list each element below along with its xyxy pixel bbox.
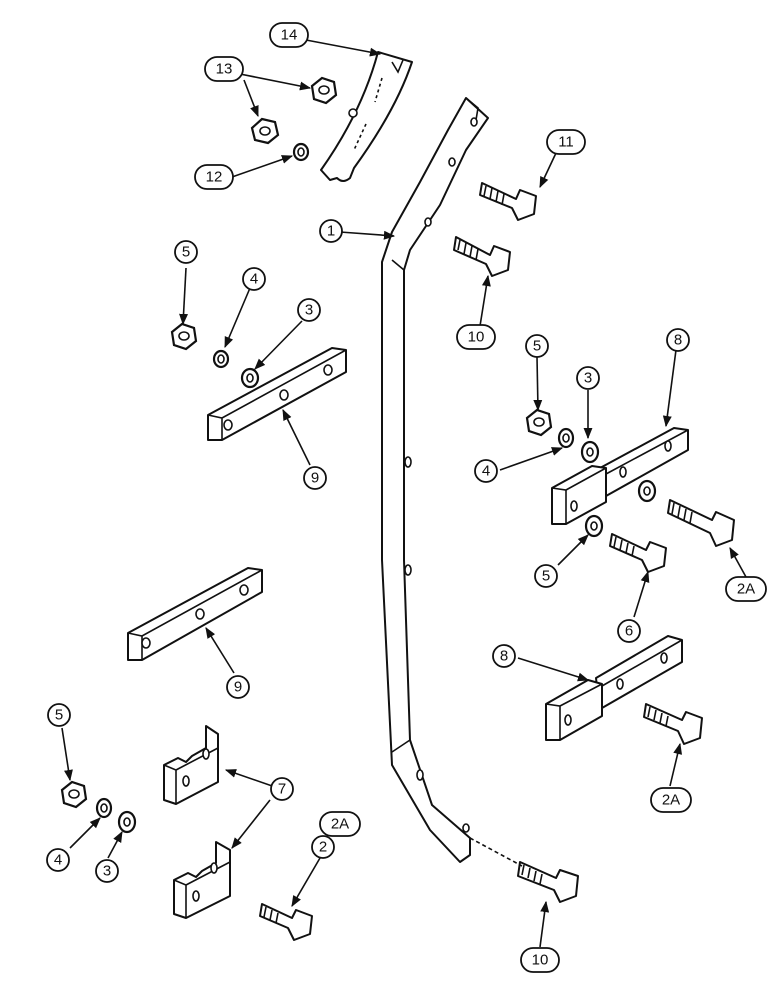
callout-label: 10 — [532, 952, 549, 969]
callout-label: 11 — [558, 134, 574, 151]
callout-2a: 2A — [650, 787, 692, 813]
flat-washer — [292, 142, 310, 162]
flat-washer — [240, 367, 260, 389]
callout-label: 6 — [625, 623, 633, 640]
callout-8: 8 — [492, 644, 516, 668]
hex-bolt — [609, 533, 667, 573]
flat-washer — [637, 479, 657, 503]
lock-washer — [557, 427, 575, 449]
callout-label: 4 — [482, 463, 490, 480]
callout-9: 9 — [303, 466, 327, 490]
callout-7: 7 — [270, 777, 294, 801]
callout-9: 9 — [226, 675, 250, 699]
callout-2: 2 — [311, 835, 335, 859]
splice-plate — [127, 567, 263, 661]
callout-3: 3 — [576, 366, 600, 390]
callout-label: 14 — [281, 27, 298, 44]
hex-bolt — [453, 236, 511, 277]
callout-label: 10 — [468, 329, 485, 346]
callout-4: 4 — [242, 267, 266, 291]
callout-label: 4 — [250, 271, 258, 288]
callout-2a: 2A — [725, 576, 767, 602]
callout-5: 5 — [174, 240, 198, 264]
retaining-clip — [163, 725, 219, 805]
callout-6: 6 — [617, 619, 641, 643]
callout-4: 4 — [474, 459, 498, 483]
callout-label: 2 — [319, 839, 327, 856]
flat-washer — [117, 810, 137, 834]
carriage-bolt — [259, 903, 313, 941]
callout-8: 8 — [666, 328, 690, 352]
callout-2a: 2A — [319, 811, 361, 837]
callout-1: 1 — [319, 219, 343, 243]
callout-3: 3 — [95, 859, 119, 883]
nut-lower-left — [60, 780, 88, 809]
curved-plate — [320, 51, 413, 182]
callout-label: 5 — [182, 244, 190, 261]
hex-bolt — [517, 861, 579, 903]
splice-plate — [207, 347, 347, 441]
lock-washer — [95, 797, 113, 819]
callout-label: 13 — [216, 61, 233, 78]
lock-nut — [310, 76, 338, 105]
retaining-clip — [173, 841, 231, 919]
callout-label: 3 — [584, 370, 592, 387]
carriage-bolt — [667, 499, 735, 547]
callout-label: 9 — [234, 679, 242, 696]
callout-label: 8 — [500, 648, 508, 665]
callout-label: 12 — [206, 169, 223, 186]
hex-bolt — [479, 182, 537, 221]
callout-label: 8 — [674, 332, 682, 349]
flat-washer — [584, 514, 604, 538]
main-support-bracket — [381, 97, 489, 863]
callout-label: 5 — [55, 707, 63, 724]
callout-label: 1 — [327, 223, 335, 240]
callout-3: 3 — [297, 298, 321, 322]
callout-label: 5 — [533, 338, 541, 355]
callout-label: 3 — [103, 863, 111, 880]
callout-5: 5 — [534, 564, 558, 588]
callout-12: 12 — [194, 164, 234, 190]
callout-10: 10 — [520, 947, 560, 973]
callout-label: 2A — [737, 581, 755, 598]
callout-label: 7 — [278, 781, 286, 798]
callout-label: 2A — [331, 816, 349, 833]
adjuster-plate — [551, 427, 689, 525]
lock-washer — [212, 349, 230, 369]
callout-label: 5 — [542, 568, 550, 585]
callout-4: 4 — [46, 848, 70, 872]
flat-washer — [580, 440, 600, 464]
lock-nut — [250, 117, 280, 145]
callout-10: 10 — [456, 324, 496, 350]
carriage-bolt — [643, 703, 703, 745]
leader-lines — [61, 39, 747, 948]
callout-14: 14 — [269, 22, 309, 48]
callout-label: 4 — [54, 852, 62, 869]
nut-right — [525, 408, 553, 437]
callout-label: 9 — [311, 470, 319, 487]
callout-label: 2A — [662, 792, 680, 809]
nut-upper-left — [170, 322, 198, 351]
callout-labels: 14 13 12 11 1 10 5 4 3 9 5 3 8 4 5 2A 6 … — [46, 22, 767, 973]
callout-5: 5 — [525, 334, 549, 358]
callout-13: 13 — [204, 56, 244, 82]
callout-5: 5 — [47, 703, 71, 727]
callout-11: 11 — [546, 129, 586, 155]
callout-label: 3 — [305, 302, 313, 319]
